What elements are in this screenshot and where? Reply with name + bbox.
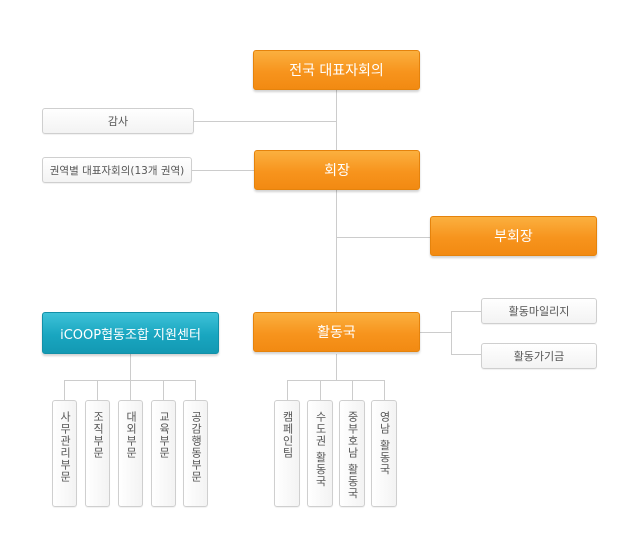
support-dept-box: 대외부문 xyxy=(118,400,143,507)
regional-meeting-label: 권역별 대표자회의(13개 권역) xyxy=(49,164,185,177)
national-meeting-box: 전국 대표자회의 xyxy=(253,50,420,90)
regional-meeting-box: 권역별 대표자회의(13개 권역) xyxy=(42,157,192,183)
national-meeting-label: 전국 대표자회의 xyxy=(289,63,384,79)
activity-dept-box: 영남 활동국 xyxy=(371,400,397,507)
activity-dept-label: 수도권 활동국 xyxy=(314,411,327,488)
audit-label: 감사 xyxy=(107,115,129,128)
chair-label: 회장 xyxy=(324,163,350,179)
support-dept-label: 교육부문 xyxy=(157,411,171,459)
activity-dept-label: 영남 활동국 xyxy=(378,411,391,476)
audit-box: 감사 xyxy=(42,108,194,134)
support-dept-label: 공감행동부문 xyxy=(189,411,203,483)
vice-chair-label: 부회장 xyxy=(494,229,533,245)
support-center-box: iCOOP협동조합 지원센터 xyxy=(42,312,219,354)
support-dept-box: 공감행동부문 xyxy=(183,400,208,507)
activity-dept-label: 캠페인팀 xyxy=(281,411,294,459)
chair-box: 회장 xyxy=(254,150,420,190)
vice-chair-box: 부회장 xyxy=(430,216,597,256)
support-dept-box: 교육부문 xyxy=(151,400,176,507)
activity-dept-box: 캠페인팀 xyxy=(274,400,300,507)
support-dept-box: 사무관리부문 xyxy=(52,400,77,507)
activity-mileage-label: 활동마일리지 xyxy=(508,305,570,318)
support-dept-label: 대외부문 xyxy=(124,411,138,459)
activity-dept-box: 중부호남 활동국 xyxy=(339,400,365,507)
activity-dept-box: 수도권 활동국 xyxy=(307,400,333,507)
support-dept-box: 조직부문 xyxy=(85,400,110,507)
activity-mileage-box: 활동마일리지 xyxy=(481,298,597,324)
support-dept-label: 조직부문 xyxy=(91,411,105,459)
activist-fund-box: 활동가기금 xyxy=(481,343,597,369)
activity-dept-label: 중부호남 활동국 xyxy=(346,411,359,500)
activist-fund-label: 활동가기금 xyxy=(513,350,565,363)
support-center-label: iCOOP협동조합 지원센터 xyxy=(60,327,201,343)
support-dept-label: 사무관리부문 xyxy=(58,411,72,483)
activity-bureau-box: 활동국 xyxy=(253,312,420,352)
activity-bureau-label: 활동국 xyxy=(317,325,356,341)
